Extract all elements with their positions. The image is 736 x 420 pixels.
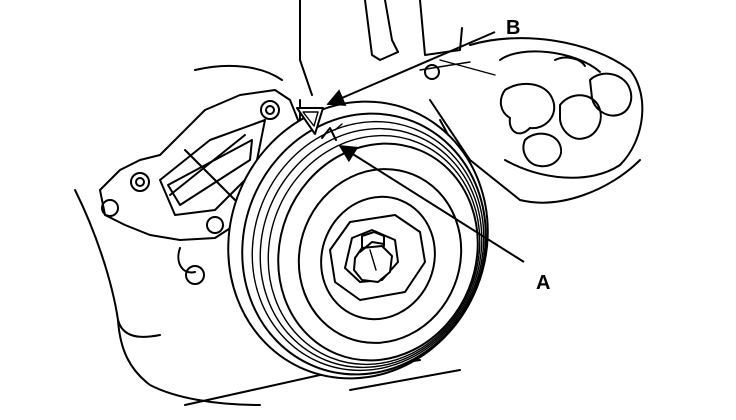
pulley-bolt bbox=[353, 231, 393, 283]
callout-label-a: A bbox=[536, 272, 550, 294]
mounting-bracket bbox=[99, 89, 301, 285]
callout-label-b: B bbox=[506, 17, 520, 39]
leader-arrow-a bbox=[338, 145, 525, 263]
timing-pointer bbox=[296, 107, 324, 135]
timing-mark-notch bbox=[321, 123, 343, 141]
cylinder-head bbox=[469, 37, 644, 179]
leader-arrow-b bbox=[326, 31, 496, 106]
